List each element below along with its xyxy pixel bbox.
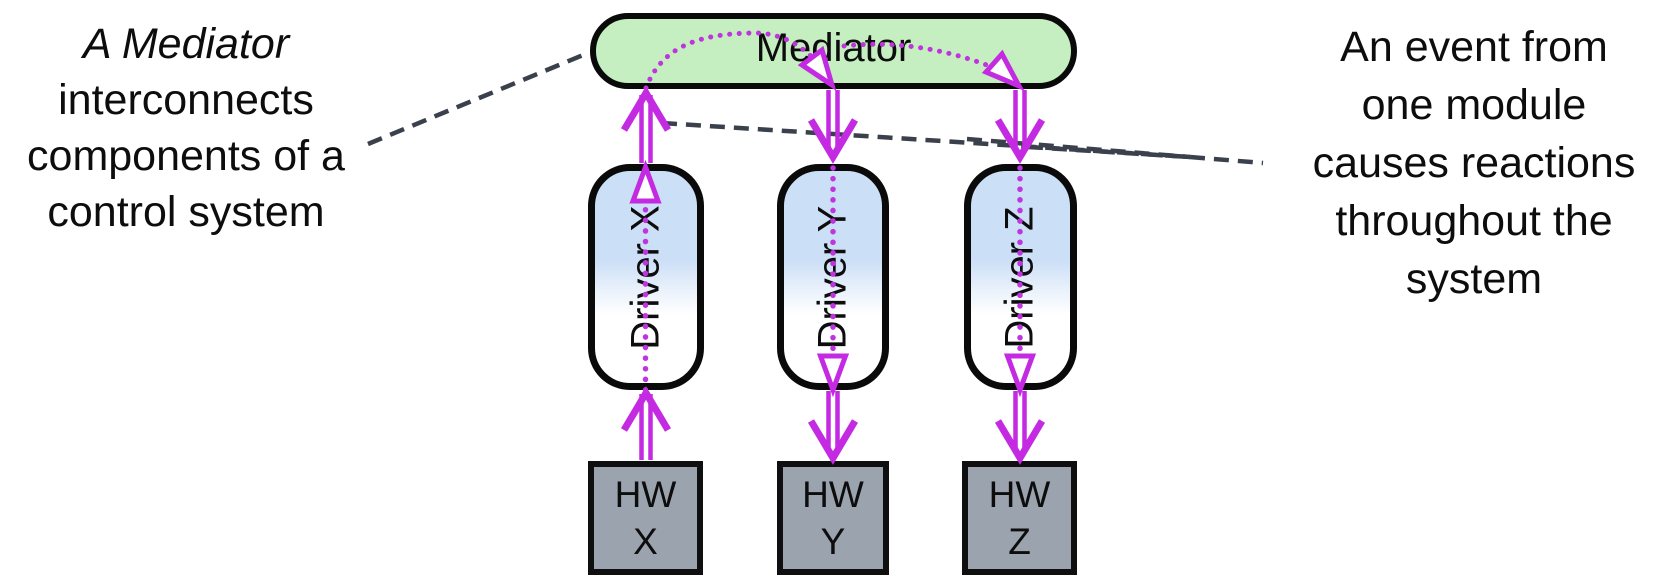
right-leader-line-to-y	[966, 136, 1191, 160]
driver-node-x: Driver X	[588, 164, 704, 390]
left-annotation-line: A Mediator	[82, 20, 290, 68]
right-annotation: An event from one module causes reaction…	[1275, 18, 1671, 308]
driver-z-label: Driver Z	[998, 205, 1042, 349]
arrow-hwx-to-driverx	[620, 386, 672, 460]
right-annotation-line: one module	[1361, 81, 1587, 129]
hw-y-label-line1: HW	[802, 474, 864, 515]
right-annotation-line: An event from	[1340, 23, 1608, 71]
hw-node-z: HW Z	[962, 461, 1077, 575]
hw-z-label-line2: Z	[1008, 521, 1031, 562]
driver-node-y: Driver Y	[777, 164, 889, 390]
hw-x-label-line2: X	[633, 521, 658, 562]
hw-x-label-line1: HW	[614, 474, 677, 515]
left-annotation: A Mediator interconnects components of a…	[0, 16, 372, 240]
driver-node-z: Driver Z	[964, 164, 1077, 390]
arrow-driverz-to-hwz	[994, 391, 1046, 465]
left-annotation-line: components of a	[27, 132, 345, 180]
hw-node-y: HW Y	[777, 461, 889, 575]
driver-y-label: Driver Y	[810, 205, 855, 349]
hw-y-label-line2: Y	[820, 521, 846, 562]
left-annotation-line: control system	[47, 188, 325, 236]
hw-z-label-line1: HW	[988, 474, 1051, 515]
right-leader-line-to-x	[661, 120, 1191, 160]
left-leader-line	[367, 50, 589, 147]
right-annotation-line: throughout the	[1335, 197, 1613, 245]
left-annotation-line: interconnects	[58, 76, 314, 124]
hw-node-x: HW X	[588, 461, 703, 575]
arrow-mediator-to-drivery	[807, 90, 859, 164]
right-leader-line-to-z	[1027, 144, 1191, 160]
mediator-label: Mediator	[755, 25, 912, 70]
arrow-driverx-to-mediator	[620, 86, 672, 163]
right-annotation-line: system	[1405, 255, 1543, 303]
right-annotation-line: causes reactions	[1312, 139, 1636, 187]
arrow-drivery-to-hwy	[807, 391, 859, 465]
arrow-mediator-to-driverz	[994, 90, 1046, 164]
mediator-node: Mediator	[590, 13, 1077, 89]
right-leader-stub	[1189, 154, 1264, 166]
driver-x-label: Driver X	[623, 204, 668, 350]
